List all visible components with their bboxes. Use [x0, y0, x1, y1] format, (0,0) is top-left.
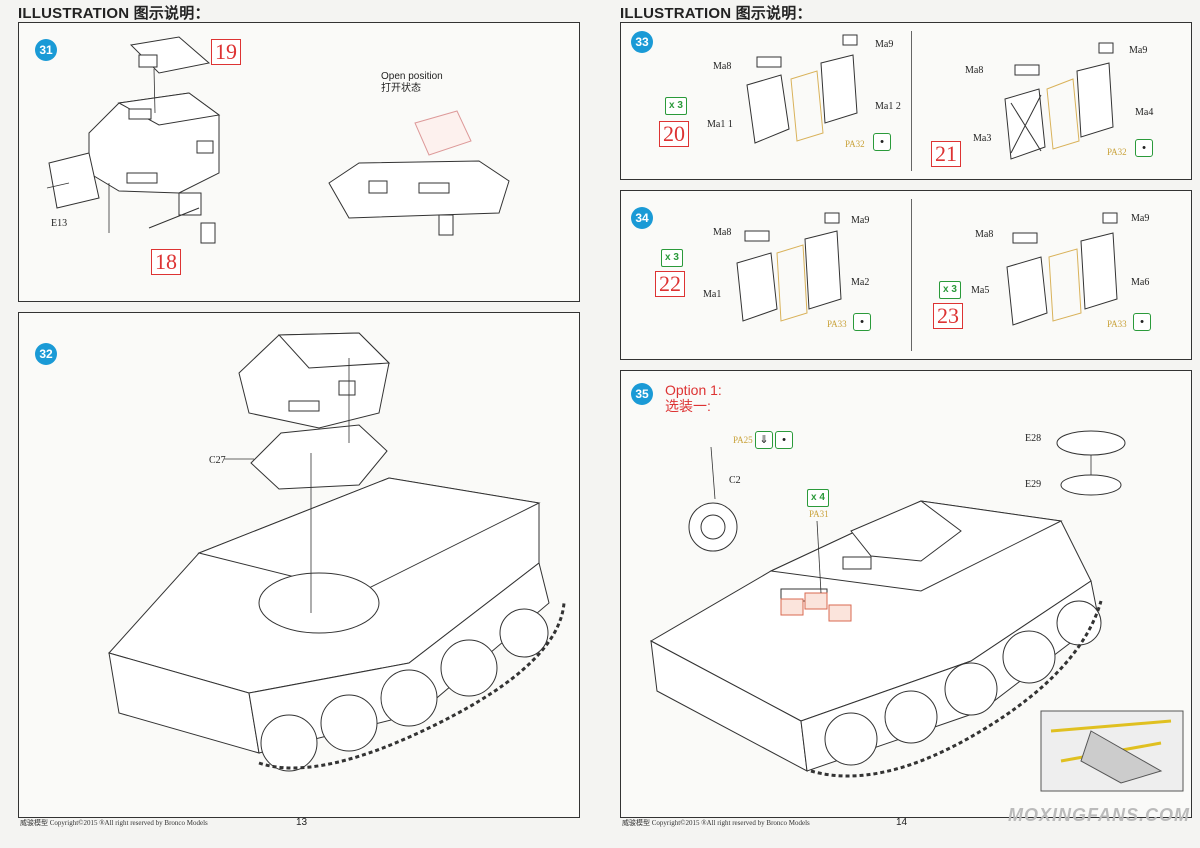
part-label-c2: C2: [729, 475, 741, 486]
caption-open-position: Open position: [381, 71, 443, 82]
part-label-e13: E13: [51, 218, 68, 229]
caption-open-position-cn: 打开状态: [381, 83, 421, 94]
part-label: Ma1 2: [875, 101, 901, 112]
glue-icon: •: [853, 313, 871, 331]
part-label: Ma9: [851, 215, 870, 226]
part-label: Ma6: [1131, 277, 1150, 288]
quantity-badge: x 4: [807, 489, 829, 507]
part-label: Ma8: [965, 65, 984, 76]
step-31-panel: 31 19 18 E13 Open position 打开状态: [18, 22, 580, 302]
step-33-panel: 33 x 3 20 Ma8 Ma9 Ma1 2 Ma1 1 PA32 • 21 …: [620, 22, 1192, 180]
photo-etch-label: PA33: [1107, 319, 1127, 329]
part-label: Ma9: [1129, 45, 1148, 56]
bend-arrow-icon: ⇓: [755, 431, 773, 449]
step-35-panel: 35 Option 1: 选装一: PA25 ⇓ • C2 x 4 PA31 2…: [620, 370, 1192, 818]
ref-box-22: 22: [655, 271, 685, 297]
part-label-c27: C27: [209, 455, 226, 466]
step-number-badge: 35: [631, 383, 653, 405]
step-number-badge: 31: [35, 39, 57, 61]
part-label: Ma9: [875, 39, 894, 50]
ref-box-23: 23: [933, 303, 963, 329]
left-footer: 威骏模型 Copyright©2015 ®All right reserved …: [20, 819, 208, 827]
hull-option-drawing: [649, 430, 1184, 792]
option-title-cn: 选装一:: [665, 398, 711, 414]
ref-box-18: 18: [151, 249, 181, 275]
photo-etch-label: PA33: [827, 319, 847, 329]
left-page-header: ILLUSTRATION 图示说明：: [18, 5, 210, 22]
jerrycan-drawings: [746, 34, 1114, 160]
turret-exploded-drawing: [46, 36, 510, 244]
glue-icon: •: [873, 133, 891, 151]
glue-icon: •: [1135, 139, 1153, 157]
part-label-e28: E28: [1025, 433, 1042, 444]
ref-box-19: 19: [211, 39, 241, 65]
glue-icon: •: [775, 431, 793, 449]
photo-etch-label: PA32: [1107, 147, 1127, 157]
hull-turret-assembly-drawing: [108, 332, 566, 772]
part-label: Ma8: [713, 227, 732, 238]
glue-icon: •: [1133, 313, 1151, 331]
photo-etch-label: PA31: [809, 509, 829, 519]
step-number-badge: 32: [35, 343, 57, 365]
panel-divider: [911, 199, 912, 351]
left-page-number: 13: [296, 817, 308, 828]
part-label: Ma8: [975, 229, 994, 240]
part-label: Ma1 1: [707, 119, 733, 130]
jerrycan-drawings: [736, 212, 1118, 326]
part-label: Ma2: [851, 277, 870, 288]
quantity-badge: x 3: [939, 281, 961, 299]
watermark: MOXINGFANS.COM: [1007, 805, 1190, 825]
step-32-panel: 32 C27: [18, 312, 580, 818]
part-label: Ma4: [1135, 107, 1154, 118]
quantity-badge: x 3: [661, 249, 683, 267]
step-number-badge: 33: [631, 31, 653, 53]
right-page-number: 14: [896, 817, 908, 828]
option-title: Option 1:: [665, 382, 722, 398]
quantity-badge: x 3: [665, 97, 687, 115]
part-label: Ma1: [703, 289, 722, 300]
step-34-panel: 34 x 3 22 Ma8 Ma9 Ma2 Ma1 PA33 • x 3 23 …: [620, 190, 1192, 360]
step-number-badge: 34: [631, 207, 653, 229]
photo-etch-label: PA32: [845, 139, 865, 149]
panel-divider: [911, 31, 912, 171]
right-footer: 威骏模型 Copyright©2015 ®All right reserved …: [622, 819, 810, 827]
part-label: Ma9: [1131, 213, 1150, 224]
right-page-header: ILLUSTRATION 图示说明：: [620, 5, 812, 22]
part-label: Ma3: [973, 133, 992, 144]
part-label: Ma8: [713, 61, 732, 72]
part-label-e29: E29: [1025, 479, 1042, 490]
ref-box-20: 20: [659, 121, 689, 147]
ref-box-21: 21: [931, 141, 961, 167]
photo-etch-label: PA25: [733, 435, 753, 445]
part-label: Ma5: [971, 285, 990, 296]
